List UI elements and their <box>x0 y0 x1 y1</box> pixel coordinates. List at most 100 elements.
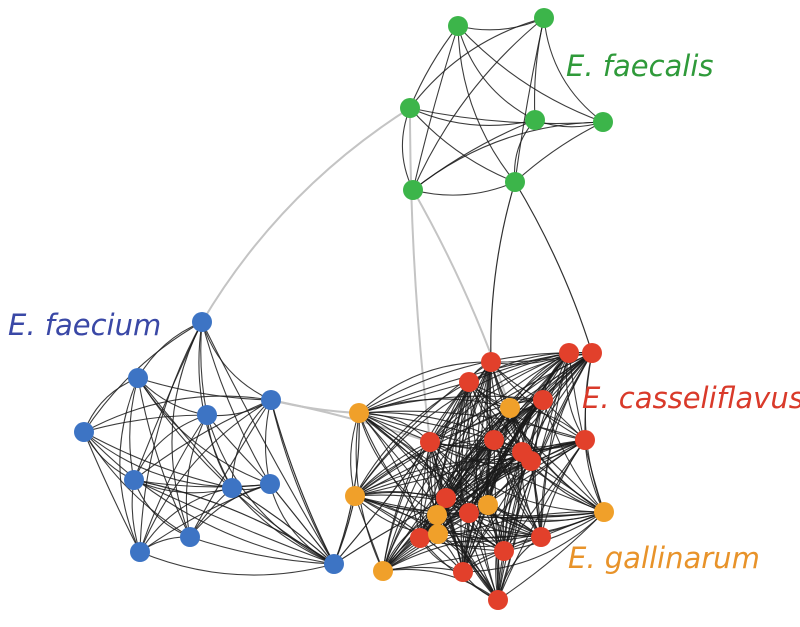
node-casseliflavus <box>494 541 514 561</box>
edge-intra <box>189 483 271 538</box>
edge-intra <box>419 361 492 539</box>
edge-intra <box>358 412 605 513</box>
node-faecium <box>74 422 94 442</box>
edge-inter <box>412 189 511 409</box>
edge-intra <box>457 25 604 123</box>
node-faecium <box>260 474 280 494</box>
edge-intra <box>487 504 605 521</box>
edge-link <box>231 487 335 565</box>
node-casseliflavus <box>484 430 504 450</box>
node-casseliflavus <box>575 430 595 450</box>
edge-intra <box>543 17 604 123</box>
nodes <box>74 8 614 610</box>
node-casseliflavus <box>533 390 553 410</box>
edge-link <box>490 181 516 363</box>
node-gallinarum <box>349 403 369 423</box>
edge-intra <box>139 321 203 553</box>
edge-intra <box>412 25 459 191</box>
edge-intra <box>358 410 586 441</box>
edge-link <box>133 479 335 565</box>
node-casseliflavus <box>559 343 579 363</box>
node-faecalis <box>505 172 525 192</box>
edge-intra <box>493 439 542 538</box>
cluster-label-faecium: E. faecium <box>8 308 162 342</box>
edge-intra <box>412 17 545 191</box>
edge-inter <box>408 107 431 443</box>
node-faecium <box>324 554 344 574</box>
edge-intra <box>503 511 605 552</box>
node-casseliflavus <box>521 451 541 471</box>
edge-intra <box>382 407 511 572</box>
edge-intra <box>358 412 438 516</box>
node-casseliflavus <box>481 352 501 372</box>
edge-link <box>514 181 593 354</box>
edge-intra <box>533 17 545 121</box>
edge-intra <box>137 377 233 489</box>
cluster-label-gallinarum: E. gallinarum <box>568 541 760 575</box>
edge-link <box>269 483 335 565</box>
edge-intra <box>437 439 586 535</box>
edge-intra <box>412 121 604 191</box>
edge-intra <box>457 17 545 31</box>
edge-intra <box>133 414 208 481</box>
node-casseliflavus <box>436 488 456 508</box>
edge-intra <box>509 407 605 513</box>
node-faecalis <box>534 8 554 28</box>
edge-intra <box>497 399 544 601</box>
edge-link <box>270 399 335 565</box>
edge-intra <box>133 399 272 481</box>
edge-intra <box>412 181 516 196</box>
node-gallinarum <box>373 561 393 581</box>
edge-intra <box>119 377 141 553</box>
edge-intra <box>201 321 271 485</box>
edge-intra <box>409 25 459 109</box>
node-gallinarum <box>345 486 365 506</box>
edge-intra <box>358 361 492 414</box>
node-faecium <box>222 478 242 498</box>
edge-intra <box>514 121 604 183</box>
edge-intra <box>409 17 545 109</box>
edge-intra <box>201 321 272 401</box>
edge-intra <box>231 399 272 489</box>
node-faecium <box>197 405 217 425</box>
edge-intra <box>83 431 141 553</box>
edge-intra <box>542 399 605 513</box>
node-faecium <box>128 368 148 388</box>
node-casseliflavus <box>531 527 551 547</box>
edge-intra <box>514 17 545 183</box>
edge-intra <box>139 414 208 553</box>
edge-intra <box>503 407 522 552</box>
edge-intra <box>189 536 335 565</box>
node-faecalis <box>403 180 423 200</box>
cluster-label-casseliflavus: E. casseliflavus <box>582 381 800 415</box>
edge-intra <box>133 479 271 488</box>
edge-intra <box>137 377 272 401</box>
edge-inter <box>201 107 411 323</box>
edge-intra <box>206 414 335 565</box>
edge-intra <box>201 321 335 565</box>
edge-intra <box>354 399 544 497</box>
node-gallinarum <box>478 495 498 515</box>
edge-intra <box>497 407 520 601</box>
edge-intra <box>358 412 439 535</box>
edge-intra <box>269 483 335 565</box>
edge-intra <box>429 399 544 443</box>
edge-intra <box>270 399 335 565</box>
node-faecalis <box>525 110 545 130</box>
edge-intra <box>354 352 570 497</box>
edge-intra <box>83 431 233 489</box>
edge-intra <box>354 495 505 552</box>
edge-intra <box>468 407 511 514</box>
node-faecium <box>192 312 212 332</box>
edge-intra <box>83 431 335 565</box>
edge-intra <box>462 511 605 573</box>
edge-intra <box>382 568 499 601</box>
inter-cluster-edges <box>201 107 511 443</box>
edge-link <box>333 497 447 565</box>
edge-intra <box>358 398 511 414</box>
node-casseliflavus <box>459 503 479 523</box>
node-gallinarum <box>500 398 520 418</box>
edge-intra <box>382 511 605 572</box>
